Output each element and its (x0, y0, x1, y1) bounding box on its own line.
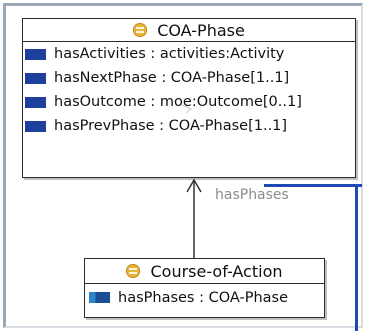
attribute-label: hasPrevPhase : COA-Phase[1..1] (54, 118, 288, 134)
attribute-row[interactable]: hasNextPhase : COA-Phase[1..1] (23, 66, 355, 90)
class-header: Course-of-Action (85, 259, 324, 284)
diagram-canvas: COA-Phase hasActivities : activities:Act… (3, 3, 363, 331)
class-name: Course-of-Action (150, 261, 283, 281)
class-coa-phase[interactable]: COA-Phase hasActivities : activities:Act… (22, 18, 356, 178)
association-label: hasPhases (215, 187, 289, 203)
attribute-row[interactable]: hasOutcome : moe:Outcome[0..1] (23, 90, 355, 114)
attribute-label: hasNextPhase : COA-Phase[1..1] (54, 70, 290, 86)
attribute-row[interactable]: hasPhases : COA-Phase (85, 284, 324, 311)
attribute-label: hasOutcome : moe:Outcome[0..1] (54, 94, 302, 110)
attribute-label: hasPhases : COA-Phase (118, 289, 288, 306)
class-icon (133, 23, 148, 37)
class-name: COA-Phase (157, 20, 245, 40)
class-icon (126, 264, 141, 278)
attribute-row[interactable]: hasActivities : activities:Activity (23, 42, 355, 66)
attribute-icon (25, 96, 46, 108)
attribute-row[interactable]: hasPrevPhase : COA-Phase[1..1] (23, 114, 355, 138)
attribute-icon (89, 292, 110, 303)
association-connector (181, 104, 202, 258)
attribute-icon (25, 120, 46, 132)
class-course-of-action[interactable]: Course-of-Action hasPhases : COA-Phase (84, 258, 325, 318)
attribute-label: hasActivities : activities:Activity (54, 46, 285, 62)
class-header: COA-Phase (23, 19, 355, 42)
attribute-icon (25, 72, 46, 84)
attribute-icon (25, 48, 46, 60)
selection-line-left (355, 184, 358, 331)
selection-line-top (264, 184, 362, 187)
